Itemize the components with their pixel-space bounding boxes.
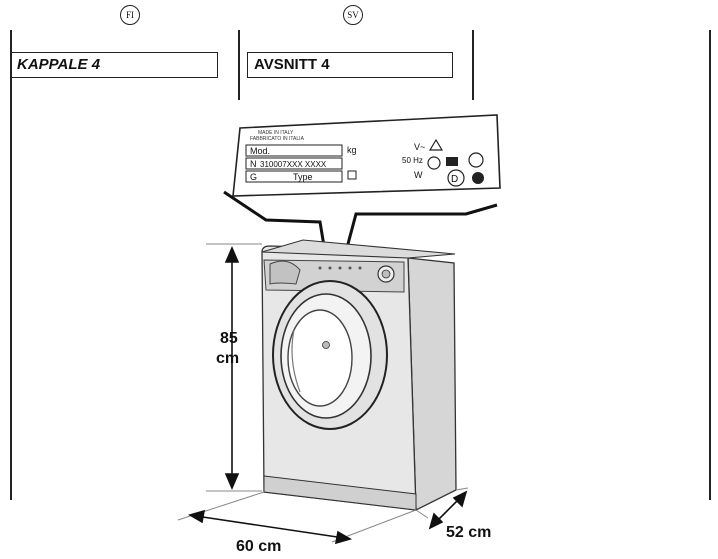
column-divider-far-right xyxy=(709,30,711,500)
plate-made-in-1: MADE IN ITALY xyxy=(258,130,294,136)
plate-serial: 310007XXX XXXX xyxy=(260,160,327,169)
column-divider-middle xyxy=(238,30,240,100)
plate-type-label: Type xyxy=(293,172,313,182)
plate-voltage-label: V~ xyxy=(414,142,425,152)
washing-machine xyxy=(261,239,457,512)
section-title-fi: KAPPALE 4 xyxy=(10,52,218,78)
plate-d-mark: D xyxy=(451,174,458,185)
plate-g-label: G xyxy=(250,172,257,182)
plate-n-label: N xyxy=(250,159,257,169)
wash-symbol-icon xyxy=(446,157,458,166)
plate-frequency: 50 Hz xyxy=(402,156,423,165)
fuse-symbol-icon xyxy=(347,170,357,180)
certification-mark-icon xyxy=(427,156,441,170)
plate-kg-label: kg xyxy=(347,145,357,155)
dimension-lines xyxy=(177,243,469,545)
recycling-mark-icon xyxy=(472,172,484,184)
plate-mod-label: Mod. xyxy=(250,146,270,156)
column-divider-right xyxy=(472,30,474,100)
plate-power-unit: W xyxy=(414,170,423,180)
width-dimension-label: 60 cm xyxy=(236,538,282,555)
section-title-sv: AVSNITT 4 xyxy=(247,52,453,78)
rating-plate: MADE IN ITALY FABBRICATO IN ITALIA Mod. … xyxy=(232,114,501,197)
language-badge-sv: SV xyxy=(343,5,363,25)
height-value: 85 xyxy=(220,330,238,347)
height-unit: cm xyxy=(216,350,240,367)
plate-made-in-2: FABBRICATO IN ITALIA xyxy=(250,136,305,142)
warning-triangle-icon xyxy=(428,138,444,151)
column-divider-left xyxy=(10,30,12,500)
depth-dimension-label: 52 cm xyxy=(446,524,492,541)
language-badge-fi: FI xyxy=(120,5,140,25)
approval-mark-icon xyxy=(468,152,484,168)
